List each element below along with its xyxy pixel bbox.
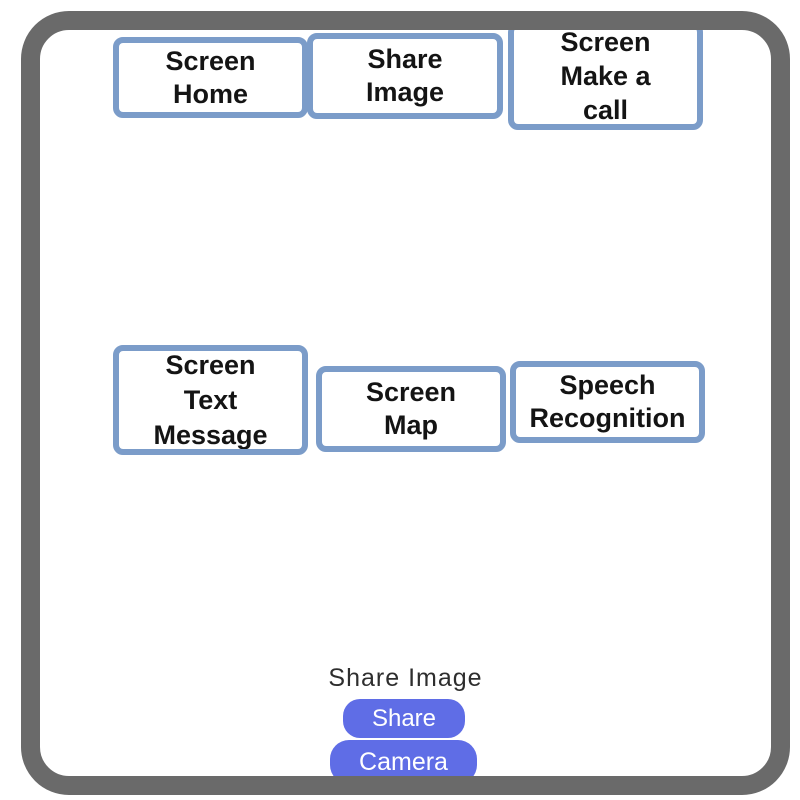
speech-recognition-button[interactable]: Speech Recognition — [510, 361, 705, 443]
screen-map-button[interactable]: Screen Map — [316, 366, 506, 452]
screen-make-a-call-button[interactable]: Screen Make a call — [508, 22, 703, 130]
screen-text-message-button[interactable]: Screen Text Message — [113, 345, 308, 455]
share-image-screen-title: Share Image — [328, 664, 483, 692]
share-button[interactable]: Share — [343, 699, 465, 738]
camera-button[interactable]: Camera — [330, 740, 477, 784]
screen-home-button[interactable]: Screen Home — [113, 37, 308, 118]
share-image-nav-button[interactable]: Share Image — [307, 33, 503, 119]
